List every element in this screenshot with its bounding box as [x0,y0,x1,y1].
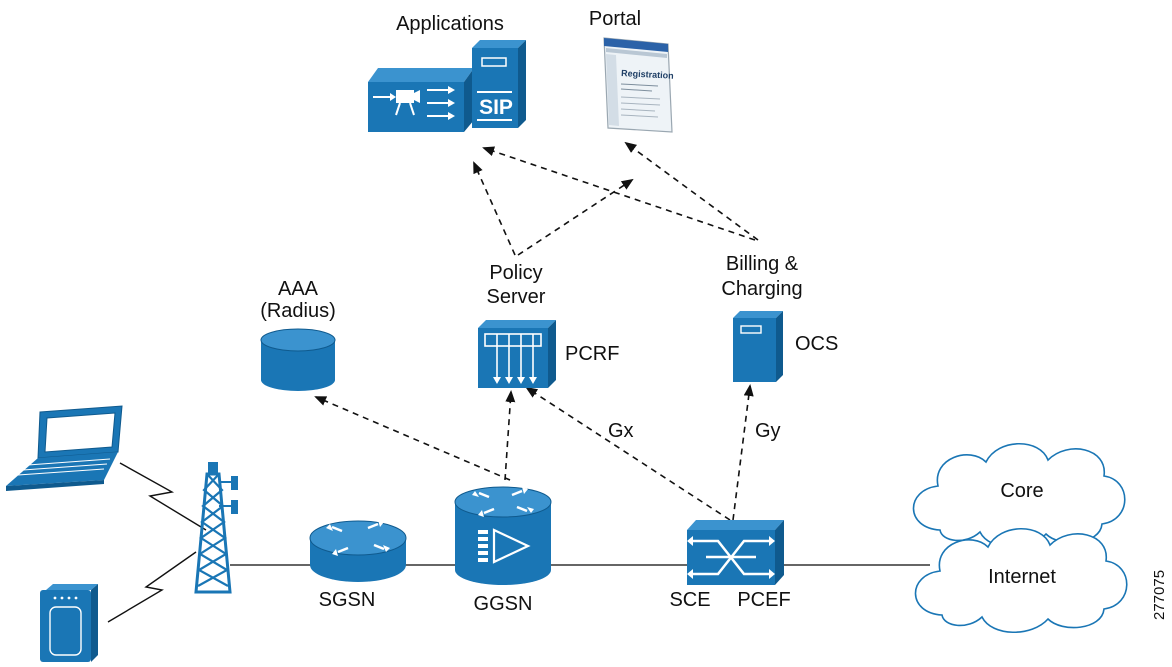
gx-label: Gx [608,420,634,442]
database-icon [260,328,336,391]
sip-server-icon: SIP [472,40,526,128]
arrow-sce-to-pcrf [525,386,731,521]
billing-label-line2: Charging [721,278,802,300]
core-label: Core [1000,480,1043,502]
ggsn-router-icon [454,486,552,585]
handset-icon [40,584,98,662]
ocs-label: OCS [795,333,838,355]
pcrf-label: PCRF [565,343,619,365]
portal-screen-icon: Registration [603,37,674,133]
arrow-ggsn-to-aaa [314,396,511,481]
aaa-label-line2: (Radius) [260,300,336,322]
laptop-icon [6,405,123,491]
arrow-ggsn-to-pcrf [504,390,516,481]
arrow-policy-to-applications [473,161,516,256]
portal-label: Portal [589,8,641,30]
arrow-billing-to-portal [624,141,759,241]
cell-tower-icon [194,462,238,594]
arrow-policy-to-portal [517,178,634,256]
internet-label: Internet [988,566,1056,588]
applications-label: Applications [396,13,504,35]
sce-switch-icon [687,520,784,585]
wireless-link-handset [107,551,197,623]
router-icon [309,520,407,582]
policy-label-line2: Server [487,286,546,308]
arrow-billing-to-applications [482,146,756,241]
ocs-server-icon [733,311,783,382]
arrow-sce-to-ocs [732,384,754,521]
pcrf-icon [478,320,556,388]
sce-label: SCE [669,589,710,611]
sip-text: SIP [479,96,513,119]
ggsn-label: GGSN [474,593,533,615]
video-server-icon [368,68,474,132]
aaa-label-line1: AAA [278,278,319,300]
wireless-link-laptop [119,462,207,531]
gy-label: Gy [755,420,781,442]
pcef-label: PCEF [737,589,790,611]
billing-label-line1: Billing & [726,253,799,275]
figure-id: 277075 [1151,570,1168,620]
sgsn-label: SGSN [319,589,376,611]
portal-screen-text: Registration [621,68,674,81]
policy-label-line1: Policy [489,262,542,284]
cloud-icon-internet [914,527,1128,634]
dashed-arrows [314,141,759,521]
